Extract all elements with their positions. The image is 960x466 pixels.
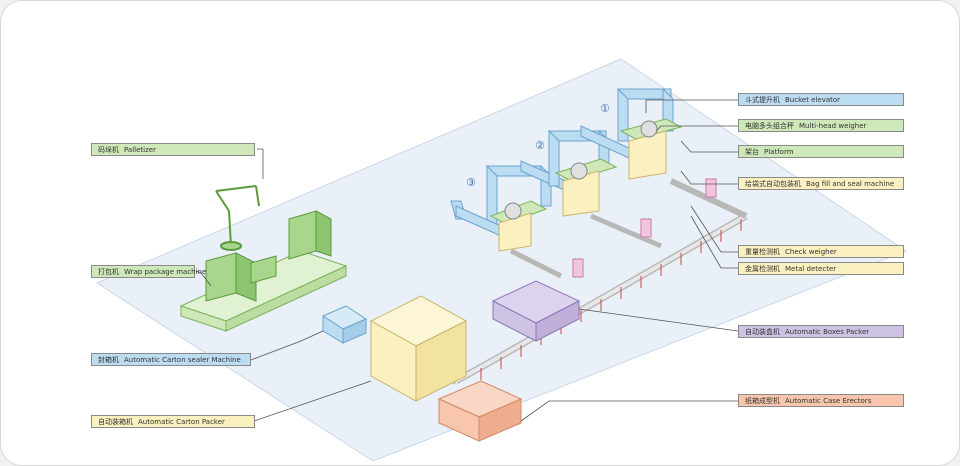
bucket-elevator-1 [580, 87, 674, 160]
robot-arm [215, 185, 260, 251]
bagger-machines [498, 130, 667, 252]
carton-sealer [321, 305, 368, 344]
line-number-3: ③ [466, 176, 476, 189]
pallet-stacks [205, 210, 332, 302]
carton-packer [369, 295, 468, 402]
boxes-packer [491, 280, 581, 342]
leader-lines [195, 99, 739, 422]
weigher-heads [504, 120, 658, 220]
wrap-machine [179, 250, 348, 332]
factory-floor [95, 58, 908, 462]
check-weighers [572, 178, 717, 278]
line-number-2: ② [535, 139, 545, 152]
case-erector [437, 380, 523, 442]
line-number-1: ① [600, 102, 610, 115]
